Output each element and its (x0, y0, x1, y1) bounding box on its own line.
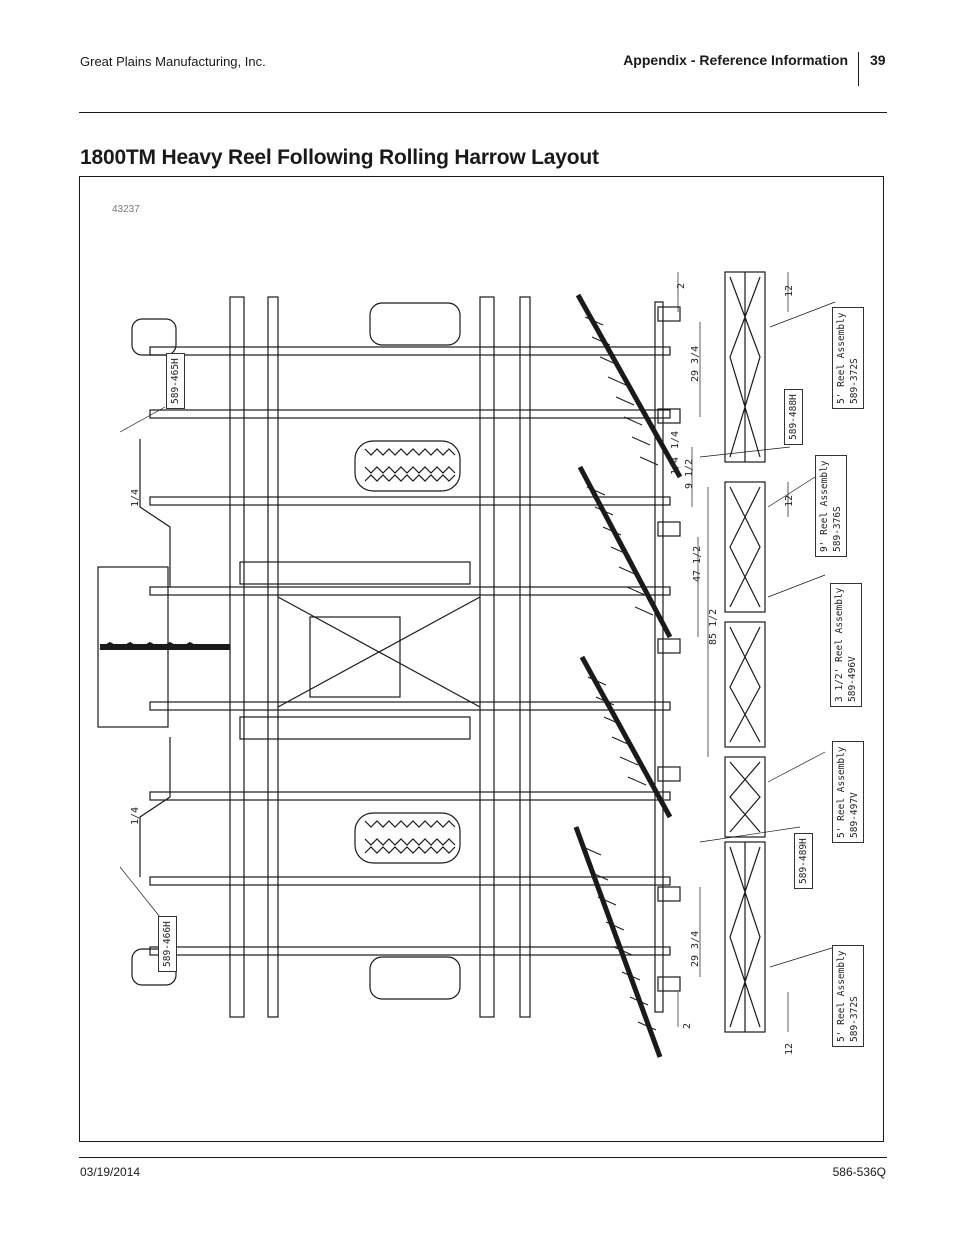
rear-rail (654, 301, 664, 1013)
frame-beam (149, 791, 671, 801)
dim-47-half: 47 1/2 (692, 545, 703, 582)
frame-beam (149, 409, 671, 419)
callout-part-number: 589-372S (849, 996, 860, 1042)
frame-beam (149, 876, 671, 886)
callout-part-number: 589-497V (849, 792, 860, 838)
frame-beam (149, 946, 671, 956)
frame-beam (149, 701, 671, 711)
part-465h: 589-465H (166, 353, 185, 409)
callout-label: 5' Reel Assembly (836, 746, 847, 838)
frame-beam (149, 496, 671, 506)
frame-rail (229, 296, 245, 1018)
callout-reel-3half: 3 1/2' Reel Assembly 589-496V (830, 582, 862, 707)
cylinder (239, 716, 471, 740)
callout-reel-9: 9' Reel Assembly 589-376S (815, 455, 847, 557)
callout-reel-bottom: 5' Reel Assembly 589-372S (832, 945, 864, 1047)
page-title: 1800TM Heavy Reel Following Rolling Harr… (80, 146, 599, 169)
tine-bar (573, 293, 683, 1058)
footer-doc-number: 586-536Q (832, 1165, 886, 1179)
callout-reel-5-mid: 5' Reel Assembly 589-497V (832, 741, 864, 843)
callout-reel-top: 5' Reel Assembly 589-372S (832, 307, 864, 409)
frame-beam (149, 586, 671, 596)
part-466h: 589-466H (158, 916, 177, 972)
reel (724, 481, 766, 613)
reel (724, 271, 766, 463)
frame-rail (519, 296, 531, 1018)
dim-quarter-left-top: 1/4 (130, 488, 141, 507)
callout-part-number: 589-376S (832, 506, 843, 552)
frame-beam (149, 346, 671, 356)
callout-label: 9' Reel Assembly (819, 460, 830, 552)
part-489h: 589-489H (794, 833, 813, 889)
frame-rail (479, 296, 495, 1018)
callout-label: 3 1/2' Reel Assembly (834, 587, 845, 702)
figure-id: 43237 (112, 204, 140, 215)
part-488h: 589-488H (784, 389, 803, 445)
dim-12-bottom: 12 (784, 1042, 795, 1055)
footer-rule (79, 1157, 887, 1158)
tines (582, 316, 659, 1031)
dim-12-mid: 12 (784, 494, 795, 507)
page-number: 39 (870, 52, 886, 68)
reel (724, 756, 766, 838)
cylinder (239, 561, 471, 585)
dim-quarter-a: 1/4 (670, 430, 681, 449)
callout-label: 5' Reel Assembly (836, 950, 847, 1042)
dim-2-top: 2 (676, 282, 687, 289)
header-divider (858, 52, 859, 86)
dim-12-top: 12 (784, 284, 795, 297)
center-box (309, 616, 401, 698)
dim-quarter-b: 1/4 (670, 456, 681, 475)
harrow-layout-drawing (97, 271, 836, 1058)
frame-rail (267, 296, 279, 1018)
footer-date: 03/19/2014 (80, 1165, 141, 1179)
reel-mount (657, 306, 681, 992)
reel (724, 621, 766, 748)
dim-quarter-left-bottom: 1/4 (130, 806, 141, 825)
header-rule (79, 112, 887, 113)
reel (724, 841, 766, 1033)
dim-9-half: 9 1/2 (684, 458, 695, 489)
dim-29-bottom: 29 3/4 (690, 930, 701, 967)
company-name: Great Plains Manufacturing, Inc. (80, 54, 266, 69)
layout-figure: 43237 (79, 176, 884, 1142)
transport-wheel (369, 956, 461, 1000)
dim-85-half: 85 1/2 (708, 608, 719, 645)
tire (354, 440, 461, 492)
callout-part-number: 589-372S (849, 358, 860, 404)
transport-wheel (369, 302, 461, 346)
dim-2-bottom: 2 (682, 1022, 693, 1029)
dim-29-top: 29 3/4 (690, 345, 701, 382)
section-title: Appendix - Reference Information (623, 52, 848, 68)
callout-part-number: 589-496V (847, 656, 858, 702)
tire (354, 812, 461, 864)
gauge-wheel (131, 318, 177, 356)
callout-label: 5' Reel Assembly (836, 312, 847, 404)
